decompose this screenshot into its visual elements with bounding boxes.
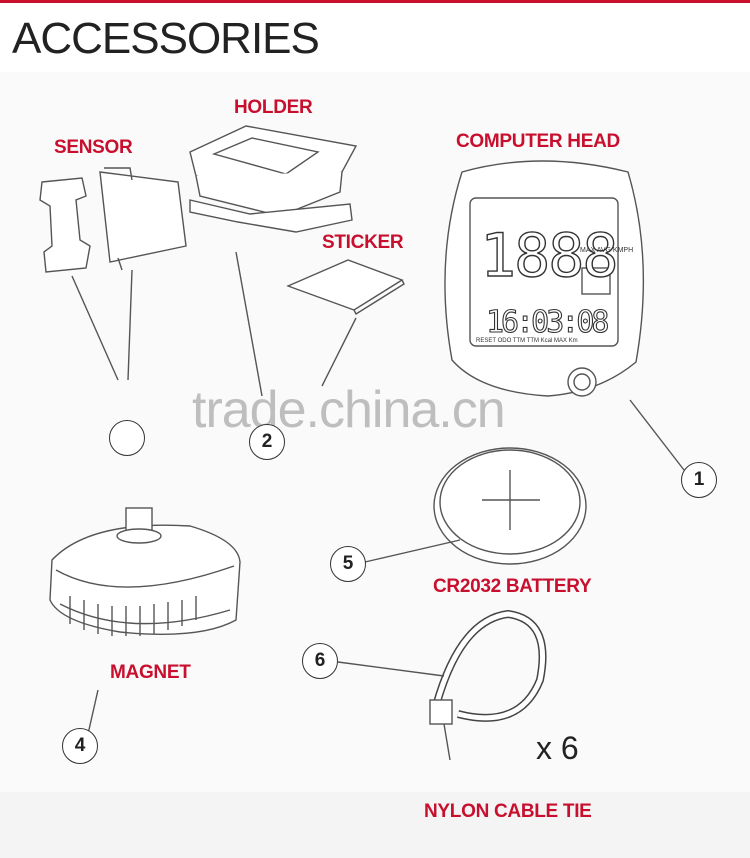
- battery-label: CR2032 BATTERY: [433, 576, 592, 597]
- battery-illustration: [364, 447, 587, 565]
- lcd-main-digits: 1888: [480, 221, 617, 291]
- cable-tie-label: NYLON CABLE TIE: [424, 801, 592, 822]
- top-accent-line: [0, 0, 750, 3]
- computer-head-illustration: [444, 160, 685, 471]
- sticker-illustration: [286, 259, 405, 387]
- page-title: ACCESSORIES: [12, 14, 320, 63]
- cable-tie-quantity: x 6: [536, 730, 579, 766]
- holder-number-badge: 2: [249, 424, 285, 460]
- magnet-label: MAGNET: [110, 662, 191, 683]
- computer-head-number-badge: 1: [681, 462, 717, 498]
- footer-background: [0, 792, 750, 858]
- sensor-number-badge: [109, 420, 145, 456]
- cable-tie-number-badge: 6: [302, 643, 338, 679]
- lcd-display: 1888 16:03:08 MAX AVG KMPH RESET ODO TTM…: [476, 220, 633, 344]
- battery-number-badge: 5: [330, 546, 366, 582]
- sensor-label: SENSOR: [54, 137, 133, 158]
- cable-tie-illustration: [337, 609, 547, 761]
- lcd-modes: MAX AVG KMPH: [580, 247, 633, 254]
- lcd-time-digits: 16:03:08: [486, 305, 608, 340]
- holder-label: HOLDER: [234, 97, 313, 118]
- holder-illustration: [189, 125, 358, 397]
- watermark: trade.china.cn: [192, 381, 506, 439]
- sticker-label: STICKER: [322, 232, 404, 253]
- computer-head-label: COMPUTER HEAD: [456, 131, 620, 152]
- lcd-bottom-labels: RESET ODO TTM TTM Kcal MAX Km: [476, 338, 578, 344]
- sensor-illustration: [39, 167, 187, 381]
- magnet-illustration: [49, 507, 241, 735]
- magnet-number-badge: 4: [62, 728, 98, 764]
